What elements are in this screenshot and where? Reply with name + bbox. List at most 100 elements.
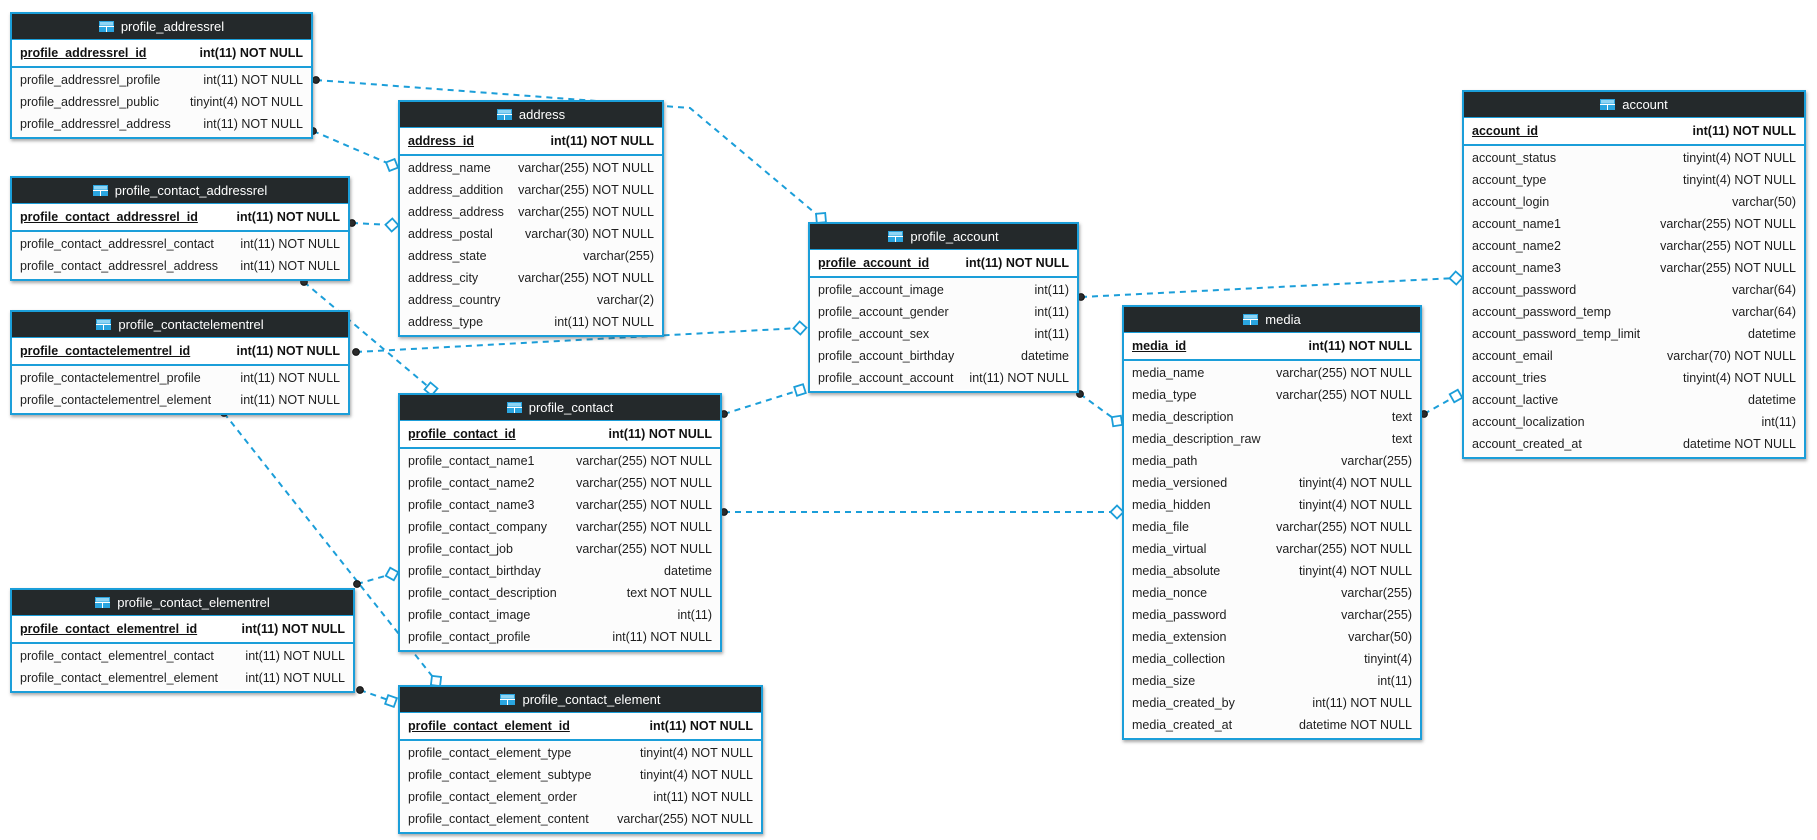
table-header[interactable]: profile_account (810, 224, 1077, 250)
field-name: profile_contact_profile (408, 630, 531, 644)
table-header[interactable]: address (400, 102, 662, 128)
field-type: varchar(64) (1732, 283, 1796, 297)
table-header[interactable]: profile_contact (400, 395, 720, 421)
table-header[interactable]: profile_contactelementrel (12, 312, 348, 338)
table-header[interactable]: profile_contact_element (400, 687, 761, 713)
table-header[interactable]: profile_contact_elementrel (12, 590, 353, 616)
table-header[interactable]: profile_addressrel (12, 14, 311, 40)
field-type: varchar(255) NOT NULL (1276, 542, 1412, 556)
table-header[interactable]: media (1124, 307, 1420, 333)
table-header[interactable]: profile_contact_addressrel (12, 178, 348, 204)
table-icon (1600, 99, 1616, 110)
table-header[interactable]: account (1464, 92, 1804, 118)
